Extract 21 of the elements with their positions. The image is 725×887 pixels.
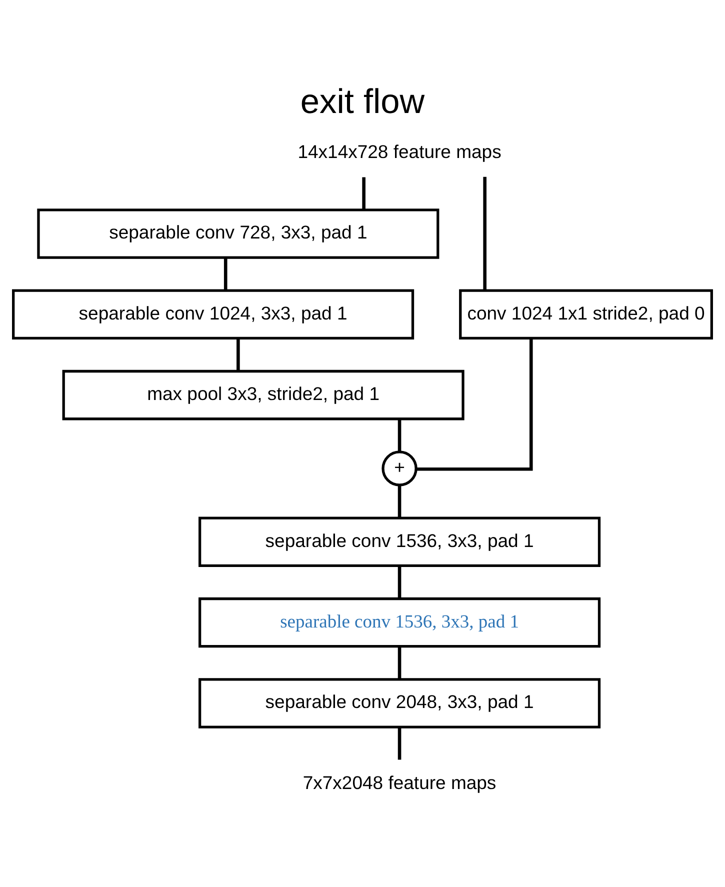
node-box: conv 1024 1x1 stride2, pad 0	[459, 288, 713, 340]
diagram-title: exit flow	[300, 82, 425, 121]
node-box: separable conv 1024, 3x3, pad 1	[12, 288, 414, 340]
node-box: separable conv 728, 3x3, pad 1	[37, 208, 440, 258]
connector	[416, 338, 533, 470]
connector	[398, 726, 402, 760]
connector	[398, 418, 402, 452]
connector	[483, 176, 486, 290]
connector	[398, 566, 402, 598]
connector	[398, 484, 402, 518]
connector	[362, 176, 366, 210]
node-box: separable conv 1536, 3x3, pad 1	[198, 596, 601, 648]
connector	[398, 646, 402, 679]
connector	[224, 257, 228, 290]
node-text: 14x14x728 feature maps	[298, 140, 502, 162]
node-box: separable conv 1536, 3x3, pad 1	[198, 516, 601, 566]
connector	[236, 338, 240, 370]
node-text: 7x7x2048 feature maps	[302, 771, 496, 792]
node-box: max pool 3x3, stride2, pad 1	[62, 369, 464, 420]
node-circle: +	[382, 450, 418, 486]
node-box: separable conv 2048, 3x3, pad 1	[198, 678, 601, 728]
